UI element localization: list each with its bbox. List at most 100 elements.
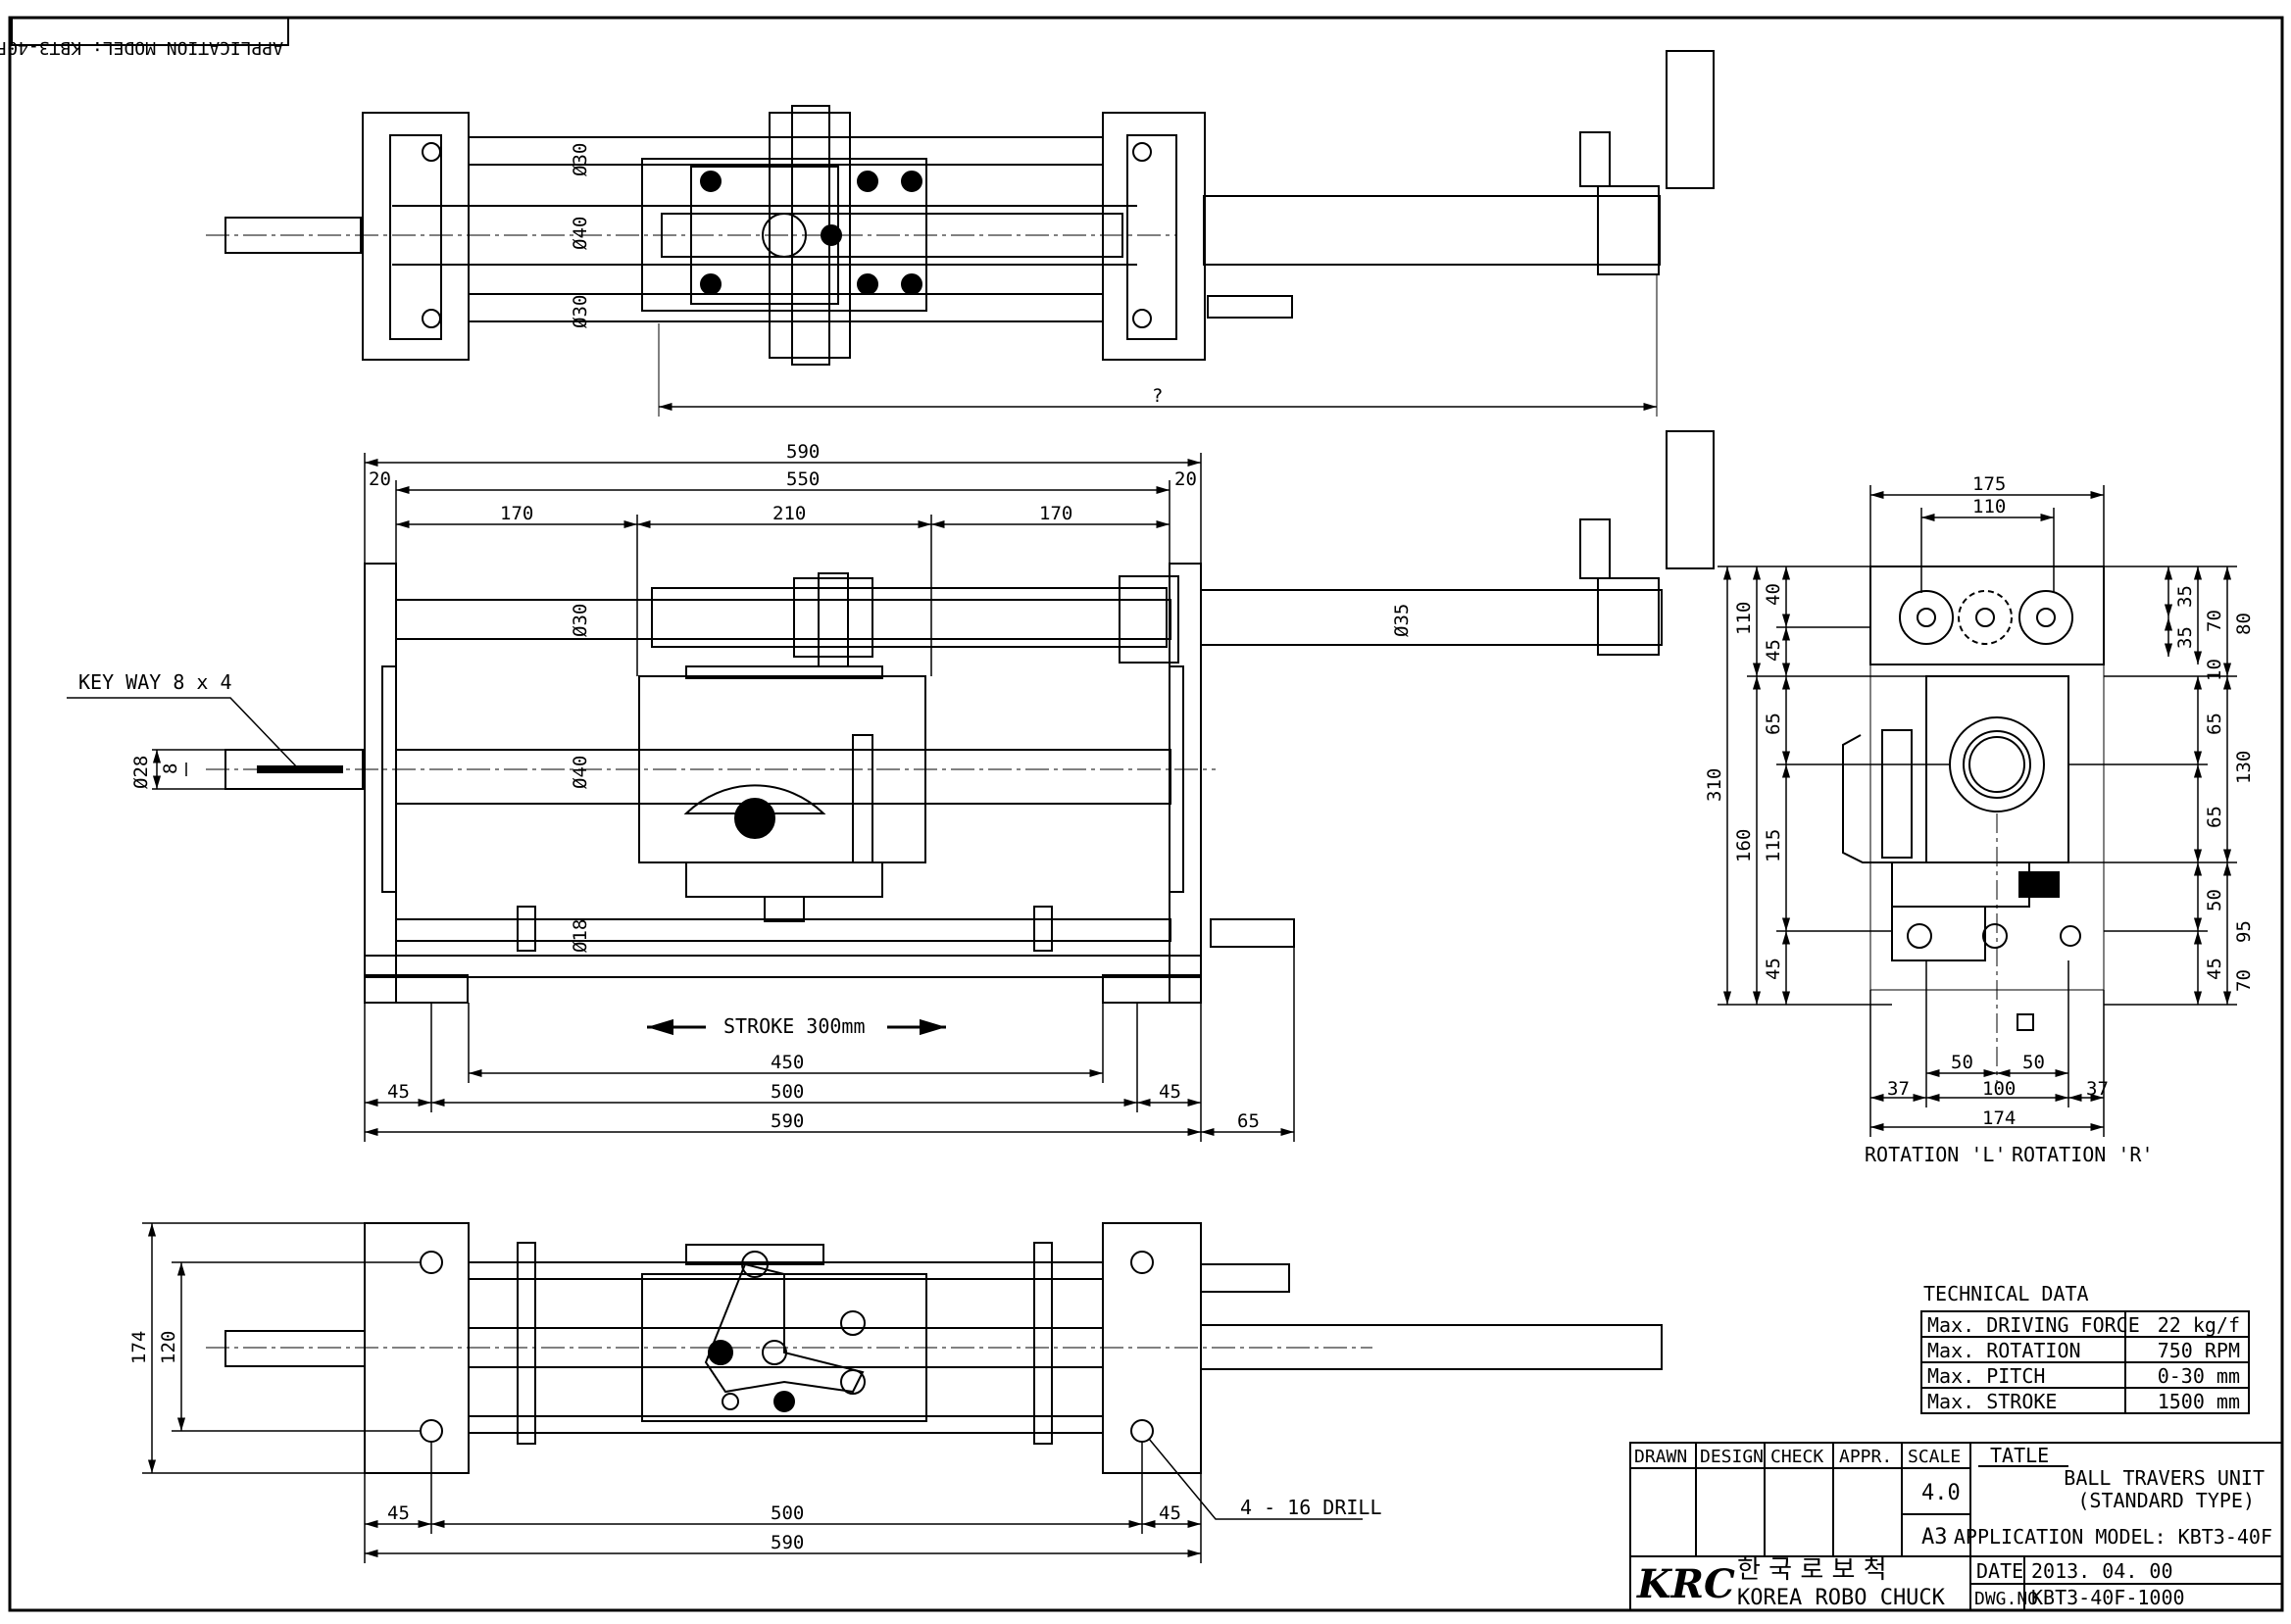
dwg-no-label: DWG.NO [1974,1589,2038,1609]
title-block-header-scale: SCALE [1908,1447,1961,1467]
title-block-header-appr: APPR. [1839,1447,1892,1467]
side-dim-130: 130 [2233,751,2255,784]
side-view-labels: 175 110 310 110 160 40 45 65 115 45 35 3… [1704,473,2255,1166]
front-dim-65: 65 [1237,1110,1260,1132]
side-dim-175: 175 [1972,473,2006,495]
side-dim-70-r: 70 [2233,969,2255,992]
drill-label: 4 - 16 DRILL [1240,1496,1382,1519]
rotation-l-label: ROTATION 'L' [1865,1143,2007,1166]
title-block-header-check: CHECK [1770,1447,1823,1467]
front-dim-d30: Ø30 [570,604,591,637]
side-dim-310: 310 [1704,768,1725,802]
bottom-dim-45-right: 45 [1159,1502,1181,1524]
date-value: 2013. 04. 00 [2031,1559,2173,1583]
bottom-view-labels: 174 120 45 500 45 590 4 - 16 DRILL [128,1331,1382,1553]
title-block: DRAWN DESIGN CHECK APPR. SCALE 4.0 A3 TA… [1629,1442,2283,1611]
rotation-r-label: ROTATION 'R' [2012,1143,2154,1166]
side-view-dimensions [1718,485,2237,1137]
front-view-labels: 590 550 20 20 170 210 170 Ø30 Ø35 Ø40 Ø1… [78,441,1413,1132]
front-dim-20-left: 20 [369,468,391,490]
front-dim-500: 500 [771,1081,804,1103]
side-dim-35-b: 35 [2174,626,2196,649]
front-dim-d18: Ø18 [570,919,591,953]
side-dim-95: 95 [2233,920,2255,943]
bottom-dim-45-left: 45 [387,1502,410,1524]
side-dim-45-a: 45 [1763,639,1784,662]
title-block-header-drawn: DRAWN [1634,1447,1687,1467]
top-dim-d30b: Ø30 [570,295,591,328]
application-model-tab: APPLICATION MODEL: KBT3-40F [0,17,289,58]
title-label: TATLE [1990,1444,2049,1467]
technical-data-title: TECHNICAL DATA [1923,1282,2089,1305]
side-dim-50-right: 50 [2022,1052,2045,1073]
top-dim-d30a: Ø30 [570,143,591,176]
front-dim-590-top: 590 [786,441,820,463]
top-dim-d40: Ø40 [570,217,591,250]
bottom-dim-120: 120 [158,1331,179,1364]
front-dim-d8: 8 [160,763,181,774]
drawing-title-line2: (STANDARD TYPE) [2077,1489,2255,1512]
application-model-tab-text: APPLICATION MODEL: KBT3-40F [0,37,283,58]
side-dim-37-left: 37 [1887,1078,1910,1100]
side-dim-100: 100 [1982,1078,2016,1100]
tech-row-value: 750 RPM [2158,1339,2240,1362]
front-dim-590-bottom: 590 [771,1110,804,1132]
side-dim-65-r2: 65 [2204,806,2225,828]
side-dim-50-r: 50 [2204,889,2225,911]
top-dim-overall: ? [1152,385,1163,407]
company-logo: KRC [1636,1561,1735,1607]
side-dim-45-r: 45 [2204,958,2225,980]
front-dim-20-right: 20 [1174,468,1197,490]
technical-data-table: TECHNICAL DATA Max. DRIVING FORCE 22 kg/… [1920,1282,2250,1414]
front-dim-450: 450 [771,1052,804,1073]
bottom-view-dimensions [142,1222,1363,1563]
dwg-no-value: KBT3-40F-1000 [2031,1586,2185,1609]
front-dim-45-right: 45 [1159,1081,1181,1103]
top-view [206,50,1715,417]
keyway-label: KEY WAY 8 x 4 [78,670,232,694]
side-dim-115: 115 [1763,829,1784,862]
front-dim-d35: Ø35 [1391,604,1413,637]
side-dim-50-left: 50 [1951,1052,1973,1073]
front-dim-170-left: 170 [500,503,533,524]
date-label: DATE [1976,1559,2023,1583]
tech-row-name: Max. PITCH [1927,1364,2045,1388]
tech-row-value: 22 kg/f [2158,1313,2240,1337]
front-view [206,430,1715,1004]
tech-row-name: Max. DRIVING FORCE [1927,1313,2140,1337]
sheet-border [8,16,2284,1612]
side-dim-110: 110 [1733,602,1755,635]
front-dim-170-right: 170 [1039,503,1072,524]
front-dim-d28: Ø28 [130,756,152,789]
side-view [1842,566,2105,1031]
scale-value: 4.0 [1921,1481,1961,1505]
bottom-dim-500: 500 [771,1502,804,1524]
sheet-size: A3 [1921,1525,1948,1550]
front-view-dimensions [67,453,1295,1142]
tech-row-name: Max. ROTATION [1927,1339,2081,1362]
side-dim-110-top: 110 [1972,496,2006,517]
side-dim-174: 174 [1982,1107,2016,1129]
tech-row-value: 1500 mm [2158,1390,2240,1413]
bottom-view [206,1222,1663,1474]
side-dim-65-r: 65 [2204,713,2225,735]
drawing-title-line1: BALL TRAVERS UNIT [2064,1466,2265,1490]
company-english-name: KOREA ROBO CHUCK [1737,1586,1946,1610]
front-dim-550: 550 [786,468,820,490]
title-block-header-design: DESIGN [1700,1447,1764,1467]
stroke-label: STROKE 300mm [723,1014,866,1038]
side-dim-37-right: 37 [2086,1078,2109,1100]
bottom-dim-174: 174 [128,1331,150,1364]
tech-row-value: 0-30 mm [2158,1364,2240,1388]
side-dim-160: 160 [1733,829,1755,862]
front-dim-210: 210 [772,503,806,524]
company-korean-name: 한 국 로 보 척 [1737,1555,1887,1585]
bottom-dim-590: 590 [771,1532,804,1553]
front-dim-d40: Ø40 [570,756,591,789]
title-block-application-model: APPLICATION MODEL: KBT3-40F [1954,1525,2272,1549]
front-dim-45-left: 45 [387,1081,410,1103]
side-dim-65-a: 65 [1763,713,1784,735]
side-dim-40: 40 [1763,583,1784,606]
